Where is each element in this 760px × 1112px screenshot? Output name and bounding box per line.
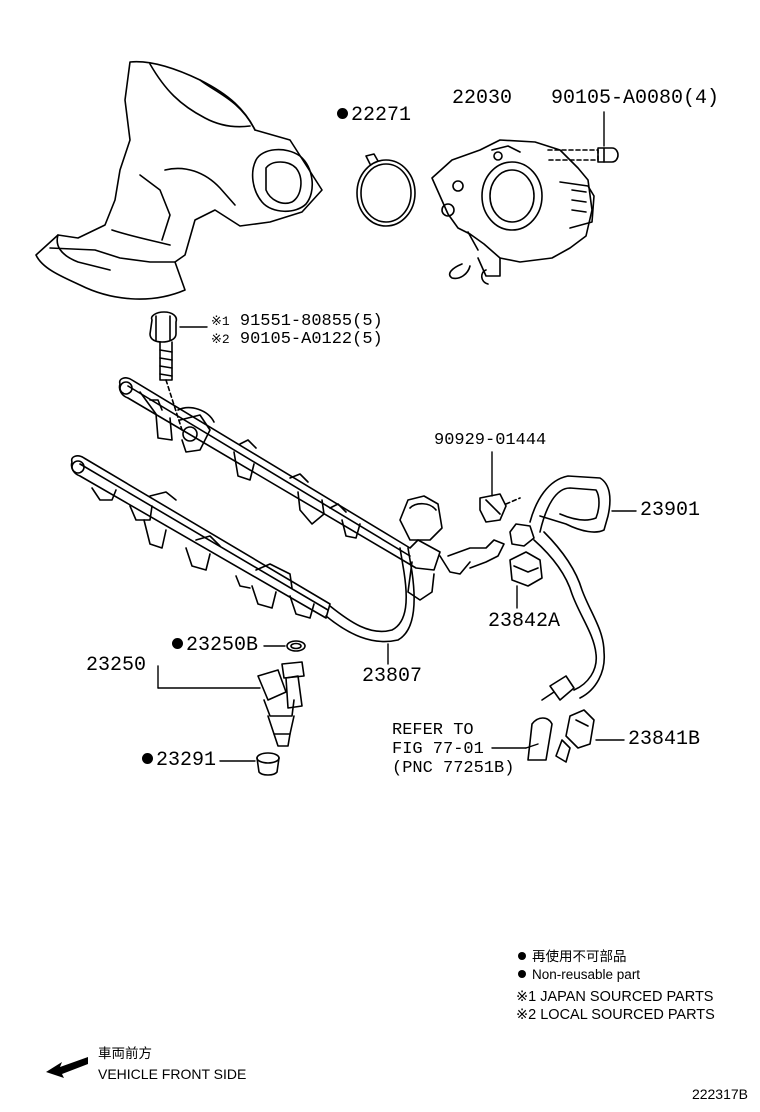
part-label-23250b: 23250B [172, 635, 258, 657]
part-label-bolt-option-1: ※1 91551-80855(5) [211, 312, 383, 331]
figure-number: 222317B [691, 1086, 748, 1102]
legend-dot-icon [518, 970, 526, 978]
fuel-injector-23250-drawing [157, 661, 305, 747]
refer-leader-line [491, 743, 539, 749]
legend-local-sourced: ※2 LOCAL SOURCED PARTS [516, 1007, 715, 1023]
upper-fuel-rail-drawing [118, 377, 505, 601]
legend-dot-icon [518, 952, 526, 960]
fuel-tube-23807-drawing [325, 547, 415, 665]
part-label-22271: 22271 [337, 105, 411, 127]
non-reusable-dot-icon [172, 638, 183, 649]
o-ring-23250b-drawing [263, 640, 306, 652]
non-reusable-dot-icon [337, 108, 348, 119]
part-label-bolt-option-2: ※2 90105-A0122(5) [211, 330, 383, 349]
part-label-90929-01444: 90929-01444 [434, 431, 547, 450]
part-label-23842a: 23842A [488, 610, 561, 633]
lower-fuel-rail-drawing [70, 455, 331, 619]
part-label-23901: 23901 [640, 499, 701, 522]
refer-note-line-3: (PNC 77251B) [392, 759, 515, 778]
hose-23901-drawing [509, 475, 637, 761]
gasket-22271-drawing [356, 153, 416, 227]
clip-23842a-drawing [509, 551, 543, 609]
vehicle-front-label-en: VEHICLE FRONT SIDE [98, 1066, 247, 1082]
refer-note-line-2: FIG 77-01 [392, 740, 484, 759]
vehicle-front-label-jp: 車両前方 [98, 1046, 152, 1061]
legend-non-reusable-en: Non-reusable part [518, 966, 640, 984]
intake-manifold-drawing [35, 60, 323, 300]
insulator-23291-drawing [219, 752, 280, 776]
legend-non-reusable-jp: 再使用不可部品 [518, 948, 627, 966]
mounting-bolt-drawing [149, 311, 208, 431]
part-label-23807: 23807 [362, 665, 423, 688]
part-label-90105-a0080: 90105-A0080(4) [551, 87, 720, 110]
throttle-body-22030-drawing [431, 139, 595, 285]
part-label-23841b: 23841B [628, 728, 701, 751]
bolt-90105-a0080-drawing [547, 111, 619, 163]
part-label-23250: 23250 [86, 654, 147, 677]
refer-note-line-1: REFER TO [392, 721, 474, 740]
clip-90929-drawing [479, 451, 521, 523]
part-label-23291: 23291 [142, 750, 216, 772]
vehicle-front-arrow-icon [46, 1057, 88, 1078]
part-label-22030: 22030 [452, 87, 513, 110]
non-reusable-dot-icon [142, 753, 153, 764]
connector-23841b-drawing [555, 709, 625, 763]
legend-japan-sourced: ※1 JAPAN SOURCED PARTS [516, 989, 714, 1005]
